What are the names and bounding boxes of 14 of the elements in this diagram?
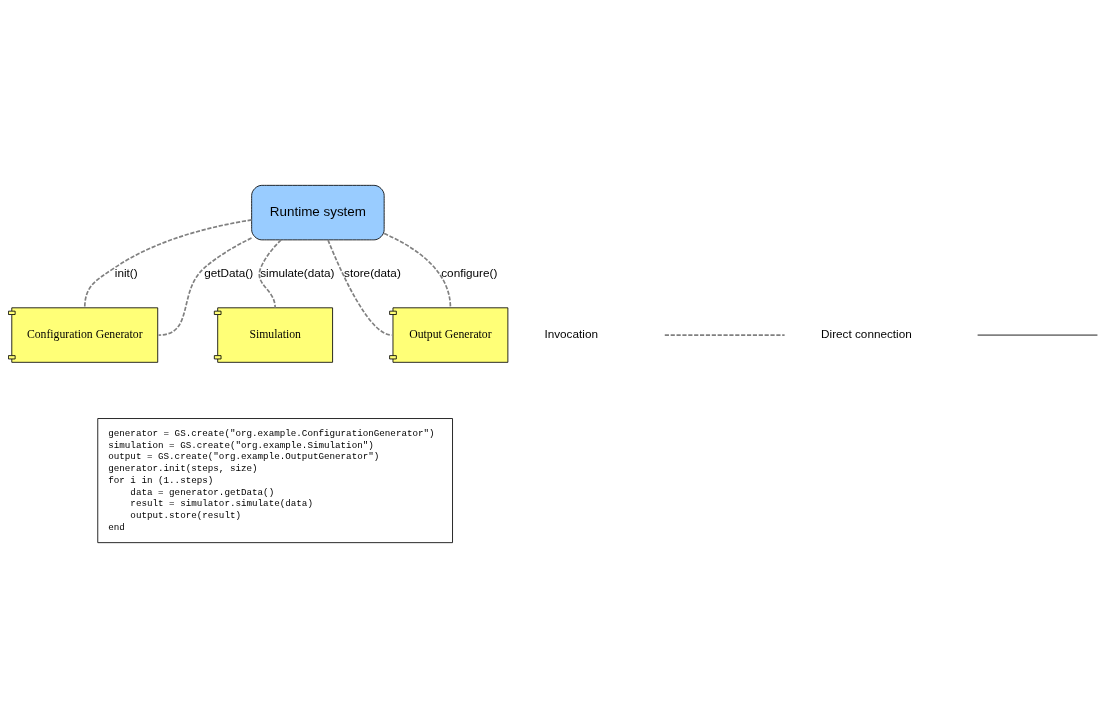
- legend-label: Invocation: [544, 327, 598, 341]
- connector: [383, 232, 452, 309]
- edge-label: configure(): [441, 265, 498, 279]
- legend-label: Direct connection: [821, 327, 912, 341]
- node-box: generator = GS.create("org.example.ConfigurationGenerator") simulation = GS.create("org.example.Simulation") output = GS.create("org.example.OutputGenerator") generator.init(steps, size) for i in (1..steps) data = generator.getData() result = simulator.simulate(data) output.store(result) end: [97, 418, 453, 544]
- connector: [83, 219, 253, 309]
- connector: [157, 237, 253, 336]
- node-box: Runtime system: [251, 184, 385, 241]
- edge-label: init(): [114, 265, 138, 279]
- connector: [258, 239, 282, 309]
- edge-label: getData(): [204, 265, 254, 279]
- edge-label: store(data): [344, 265, 401, 279]
- connector: [327, 239, 393, 336]
- edge-label: simulate(data): [260, 265, 335, 279]
